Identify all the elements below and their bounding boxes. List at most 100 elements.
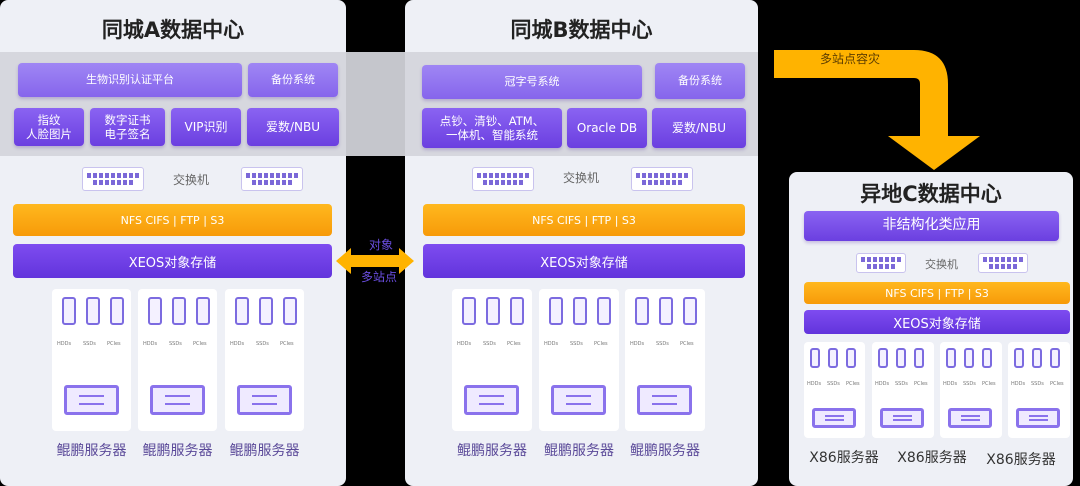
ssd-icon [172, 297, 186, 325]
server-card: HDDs SSDs PCIes [625, 289, 705, 431]
server-chassis-icon [237, 385, 292, 415]
serial-number-system-box: 冠字号系统 [422, 65, 642, 99]
server-chassis-icon [637, 385, 692, 415]
ssd-label: SSDs [169, 341, 182, 347]
pcie-label: PCIes [193, 341, 207, 347]
ssd-label: SSDs [483, 341, 496, 347]
hdd-icon [946, 348, 956, 368]
ssd-label: SSDs [895, 381, 908, 387]
hdd-icon [462, 297, 476, 325]
pcie-label: PCIes [982, 381, 996, 387]
hdd-label: HDDs [1011, 381, 1026, 387]
pcie-icon [196, 297, 210, 325]
backup-system-box-b: 备份系统 [655, 63, 745, 99]
server-label: 鲲鹏服务器 [630, 443, 700, 459]
hdd-label: HDDs [630, 341, 645, 347]
server-chassis-icon [880, 408, 924, 428]
switch-icon [472, 167, 534, 191]
pcie-icon [1050, 348, 1060, 368]
connector-label-multisite: 多站点 [361, 270, 398, 284]
server-chassis-icon [948, 408, 992, 428]
pcie-label: PCIes [107, 341, 121, 347]
oracle-db-box: Oracle DB [567, 108, 647, 148]
pcie-icon [510, 297, 524, 325]
datacenter-b-title: 同城B数据中心 [510, 18, 653, 42]
pcie-icon [846, 348, 856, 368]
ssd-icon [573, 297, 587, 325]
ssd-icon [259, 297, 273, 325]
server-label: 鲲鹏服务器 [457, 443, 527, 459]
backup-system-box-a: 备份系统 [248, 63, 338, 97]
ssd-icon [896, 348, 906, 368]
pcie-label: PCIes [507, 341, 521, 347]
pcie-icon [914, 348, 924, 368]
ssd-label: SSDs [656, 341, 669, 347]
server-chassis-icon [551, 385, 606, 415]
pcie-icon [683, 297, 697, 325]
ssd-label: SSDs [1031, 381, 1044, 387]
server-chassis-icon [64, 385, 119, 415]
pcie-icon [110, 297, 124, 325]
pcie-label: PCIes [680, 341, 694, 347]
hdd-label: HDDs [457, 341, 472, 347]
hdd-label: HDDs [875, 381, 890, 387]
server-card: HDDs SSDs PCIes [872, 342, 934, 438]
unstructured-app-box: 非结构化类应用 [804, 211, 1059, 241]
ssd-icon [86, 297, 100, 325]
switch-icon [978, 253, 1028, 273]
pcie-label: PCIes [594, 341, 608, 347]
ssd-icon [964, 348, 974, 368]
ssd-icon [659, 297, 673, 325]
xeos-storage-b: XEOS对象存储 [423, 244, 745, 278]
protocol-bar-b: NFS CIFS | FTP | S3 [423, 204, 745, 236]
dr-arrow-label: 多站点容灾 [820, 52, 881, 66]
server-card: HDDs SSDs PCIes [804, 342, 865, 438]
hdd-icon [549, 297, 563, 325]
server-card: HDDs SSDs PCIes [940, 342, 1002, 438]
hdd-label: HDDs [230, 341, 245, 347]
hdd-label: HDDs [57, 341, 72, 347]
pcie-label: PCIes [846, 381, 860, 387]
hdd-icon [62, 297, 76, 325]
hdd-label: HDDs [544, 341, 559, 347]
datacenter-a-title: 同城A数据中心 [101, 18, 245, 42]
server-label: 鲲鹏服务器 [229, 443, 300, 459]
hdd-label: HDDs [807, 381, 822, 387]
switch-icon [631, 167, 693, 191]
aishu-nbu-box-a: 爱数/NBU [247, 108, 339, 146]
switch-icon [82, 167, 144, 191]
pcie-icon [597, 297, 611, 325]
hdd-icon [810, 348, 820, 368]
switch-icon [856, 253, 906, 273]
server-card: HDDs SSDs PCIes [138, 289, 217, 431]
switch-label-a: 交换机 [173, 173, 210, 187]
hdd-icon [878, 348, 888, 368]
pcie-label: PCIes [914, 381, 928, 387]
server-chassis-icon [1016, 408, 1060, 428]
vip-recognition-box: VIP识别 [171, 108, 241, 146]
xeos-storage-a: XEOS对象存储 [13, 244, 332, 278]
switch-label-c: 交换机 [925, 258, 958, 271]
hdd-icon [235, 297, 249, 325]
protocol-bar-c: NFS CIFS | FTP | S3 [804, 282, 1070, 304]
server-card: HDDs SSDs PCIes [225, 289, 304, 431]
object-multisite-arrow-icon [336, 248, 414, 274]
ssd-label: SSDs [827, 381, 840, 387]
pcie-label: PCIes [280, 341, 294, 347]
server-card: HDDs SSDs PCIes [539, 289, 619, 431]
switch-label-b: 交换机 [563, 171, 600, 185]
switch-icon [241, 167, 303, 191]
hdd-icon [148, 297, 162, 325]
server-card: HDDs SSDs PCIes [1008, 342, 1070, 438]
server-label: 鲲鹏服务器 [544, 443, 614, 459]
disaster-recovery-arrow-icon [774, 50, 980, 170]
ssd-label: SSDs [963, 381, 976, 387]
hdd-icon [635, 297, 649, 325]
cash-atm-system-box: 点钞、清钞、ATM、 一体机、智能系统 [422, 108, 562, 148]
protocol-bar-a: NFS CIFS | FTP | S3 [13, 204, 332, 236]
connector-label-object: 对象 [369, 238, 394, 252]
server-label: X86服务器 [809, 450, 879, 466]
hdd-label: HDDs [943, 381, 958, 387]
server-card: HDDs SSDs PCIes [452, 289, 532, 431]
ssd-icon [1032, 348, 1042, 368]
